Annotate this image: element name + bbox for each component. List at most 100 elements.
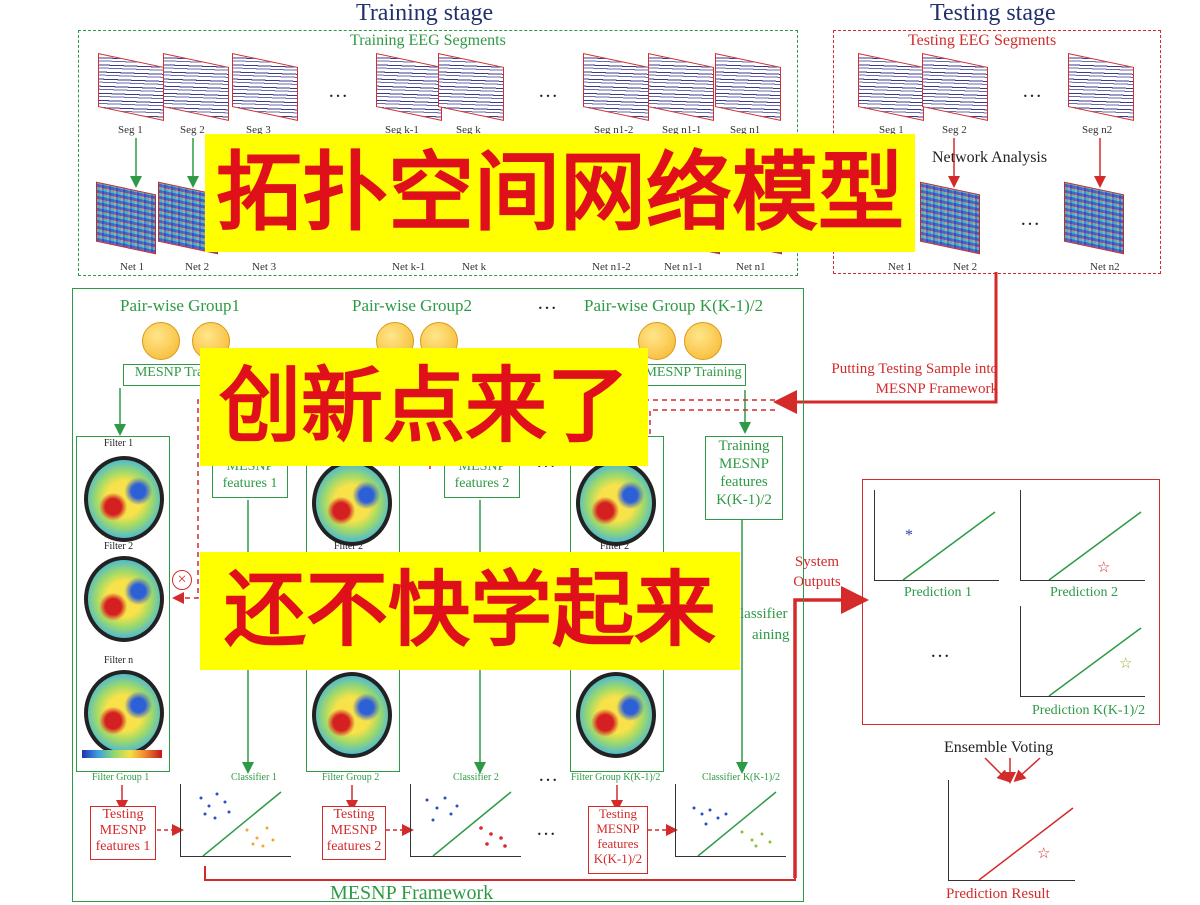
testing-stage-title: Testing stage [930, 0, 1056, 26]
seg-label: Seg 2 [180, 124, 205, 136]
eeg-topomap [84, 556, 164, 642]
ellipsis: … [1022, 80, 1042, 102]
prediction-marks: ☆ [1048, 511, 1142, 581]
training-segments-title: Training EEG Segments [350, 32, 506, 49]
seg-label: Seg n2 [1082, 124, 1113, 136]
filter-group-label: Filter Group 2 [322, 772, 380, 783]
prediction-label: Prediction K(K-1)/2 [1032, 703, 1146, 718]
classifier-scatter-plot [180, 784, 291, 857]
seg-label: Seg n1-1 [662, 124, 702, 136]
mesnp-framework-label: MESNP Framework [330, 882, 494, 904]
eeg-topomap [576, 460, 656, 546]
prediction-marks: * [902, 511, 996, 581]
sad-face-icon [684, 322, 722, 360]
seg-label: Seg k-1 [385, 124, 419, 136]
scatter-marks [199, 791, 282, 857]
filter-label: Filter 2 [334, 541, 364, 552]
prediction-result-marks: ☆ [978, 807, 1074, 881]
testing-features-box: Testing MESNP features K(K-1)/2 [588, 806, 648, 874]
network-matrix [1064, 181, 1124, 255]
svg-text:*: * [905, 527, 913, 544]
seg-label: Seg k [456, 124, 481, 136]
ensemble-voting-label: Ensemble Voting [944, 739, 1054, 756]
eeg-topomap [84, 456, 164, 542]
classifier-label: Classifier K(K-1)/2 [702, 772, 781, 783]
filter-group-label: Filter Group 1 [92, 772, 150, 783]
net-label: Net k-1 [392, 261, 426, 273]
svg-text:☆: ☆ [1097, 560, 1110, 576]
classifier-training-label: aining [752, 627, 790, 643]
testing-features-box: Testing MESNP features 1 [90, 806, 156, 860]
svg-text:☆: ☆ [1119, 656, 1132, 672]
multiply-operator-icon: × [172, 570, 192, 590]
eeg-topomap [312, 460, 392, 546]
prediction-result-label: Prediction Result [946, 886, 1050, 902]
testing-features-box: Testing MESNP features 2 [322, 806, 386, 860]
ellipsis: … [538, 80, 558, 102]
headline-banner-3: 还不快学起来 [200, 552, 740, 670]
network-matrix [96, 181, 156, 255]
filter-label: Filter 2 [104, 541, 134, 552]
ellipsis: … [537, 292, 557, 314]
net-label: Net n1-1 [664, 261, 703, 273]
filter-label: Filter 1 [104, 438, 134, 449]
prediction-result-plot: ☆ [948, 780, 1075, 881]
ellipsis: … [328, 80, 348, 102]
prediction-label: Prediction 2 [1050, 585, 1119, 600]
network-analysis-label: Network Analysis [932, 149, 1048, 166]
system-outputs-label: System Outputs [793, 554, 841, 590]
net-label: Net 1 [888, 261, 913, 273]
net-label: Net n1-2 [592, 261, 631, 273]
mesnp-training-box: MESNP Tra [123, 364, 215, 386]
predictions-panel [862, 479, 1160, 725]
seg-label: Seg n1 [730, 124, 761, 136]
prediction-label: Prediction 1 [904, 585, 973, 600]
classifier-scatter-plot [675, 784, 786, 857]
headline-banner-1: 拓扑空间网络模型 [205, 134, 915, 252]
svg-text:☆: ☆ [1037, 846, 1050, 862]
net-label: Net n1 [736, 261, 766, 273]
seg-label: Seg 2 [942, 124, 967, 136]
seg-label: Seg n1-2 [594, 124, 634, 136]
ellipsis: … [538, 764, 558, 786]
eeg-topomap [576, 672, 656, 758]
network-matrix [920, 181, 980, 255]
training-stage-title: Training stage [356, 0, 494, 26]
classifier-training-label: lassifier [740, 606, 788, 622]
scatter-marks [692, 791, 777, 857]
filter-label: Filter 2 [600, 541, 630, 552]
prediction-marks: ☆ [1048, 627, 1142, 697]
group-label: Pair-wise Group K(K-1)/2 [584, 296, 764, 315]
seg-label: Seg 1 [879, 124, 904, 136]
testing-segments-title: Testing EEG Segments [908, 32, 1057, 49]
net-label: Net n2 [1090, 261, 1120, 273]
training-features-box: Training MESNP features K(K-1)/2 [705, 436, 783, 520]
classifier-label: Classifier 1 [231, 772, 277, 783]
seg-label: Seg 1 [118, 124, 143, 136]
colorbar [82, 750, 162, 758]
group-label: Pair-wise Group1 [120, 296, 241, 315]
prediction-plot: ☆ [1020, 490, 1145, 581]
net-label: Net 2 [185, 261, 210, 273]
ellipsis: … [536, 818, 556, 840]
net-label: Net 3 [252, 261, 277, 273]
net-label: Net 1 [120, 261, 145, 273]
prediction-plot: * [874, 490, 999, 581]
putting-testing-sample-label: Putting Testing Sample into MESNP Framew… [831, 361, 998, 397]
sad-face-icon [142, 322, 180, 360]
filter-label: Filter n [104, 655, 134, 666]
net-label: Net 2 [953, 261, 978, 273]
eeg-topomap [312, 672, 392, 758]
ellipsis: … [1020, 208, 1040, 230]
prediction-plot: ☆ [1020, 606, 1145, 697]
ellipsis: … [930, 640, 950, 662]
eeg-topomap [84, 670, 164, 756]
classifier-label: Classifier 2 [453, 772, 499, 783]
filter-group-label: Filter Group K(K-1)/2 [571, 772, 661, 783]
headline-banner-2: 创新点来了 [200, 348, 648, 466]
group-label: Pair-wise Group2 [352, 296, 473, 315]
seg-label: Seg 3 [246, 124, 271, 136]
mesnp-training-box: MESNP Training [640, 364, 746, 386]
scatter-marks [425, 791, 512, 857]
classifier-scatter-plot [410, 784, 521, 857]
